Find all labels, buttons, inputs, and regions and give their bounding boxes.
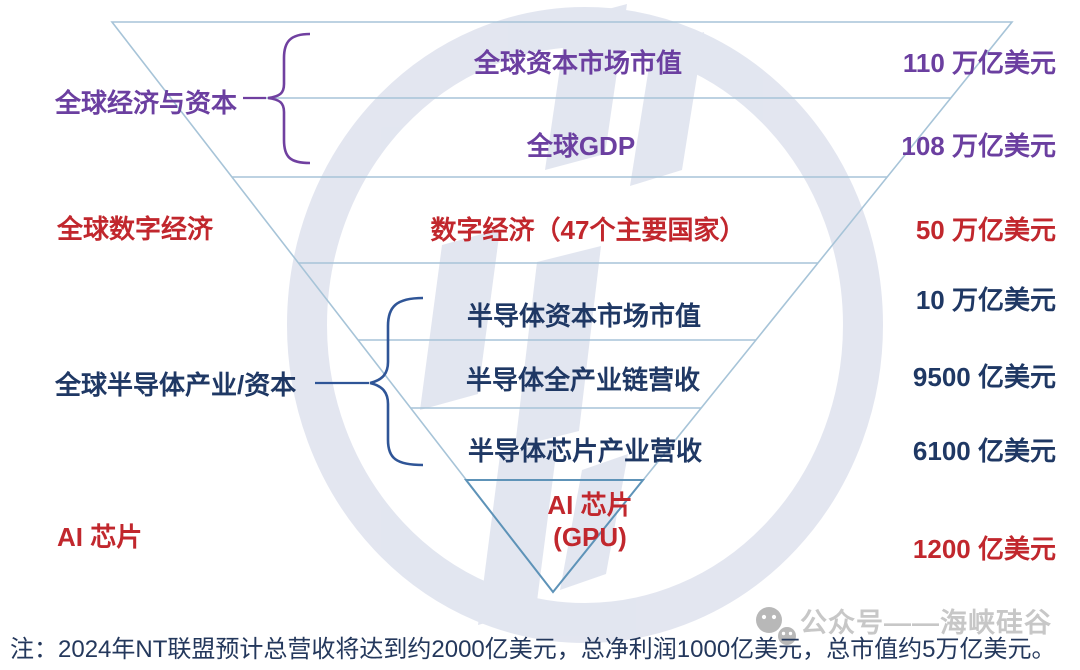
footnote: 注：2024年NT联盟预计总营收将达到约2000亿美元，总净利润1000亿美元，…: [10, 636, 1056, 663]
curly-brace-blue: [369, 296, 424, 467]
value-digital-economy: 50 万亿美元: [915, 215, 1056, 245]
ai-chip-triangle: [463, 479, 646, 594]
value-semi-industry-revenue: 9500 亿美元: [912, 362, 1056, 392]
row-label-semi-industry-revenue: 半导体全产业链营收: [465, 365, 701, 395]
curly-brace-purple: [267, 32, 311, 165]
wechat-icon: [756, 607, 796, 645]
category-label-global-economy: 全球经济与资本: [55, 88, 238, 118]
category-label-digital-economy: 全球数字经济: [57, 214, 214, 244]
value-ai-chip-gpu: 1200 亿美元: [912, 534, 1056, 564]
row-label-semi-chip-revenue: 半导体芯片产业营收: [467, 436, 703, 466]
row-label-global-gdp: 全球GDP: [526, 131, 636, 161]
funnel-triangle: [110, 21, 1014, 594]
funnel-outline: [110, 21, 1014, 594]
ai-chip-line1: AI 芯片: [547, 490, 633, 520]
category-label-ai-chip: AI 芯片: [57, 522, 143, 552]
value-global-gdp: 108 万亿美元: [901, 131, 1056, 161]
value-capital-market: 110 万亿美元: [902, 48, 1056, 78]
brace-global-economy: [243, 32, 311, 165]
row-label-ai-chip-gpu: AI 芯片 (GPU): [547, 489, 632, 553]
value-semi-capital-market: 10 万亿美元: [915, 285, 1056, 315]
category-label-semiconductor: 全球半导体产业/资本: [55, 370, 297, 400]
ai-chip-line2: (GPU): [553, 522, 627, 552]
brace-semiconductor: [315, 296, 424, 467]
row-label-digital-economy: 数字经济（47个主要国家）: [430, 215, 746, 245]
row-label-capital-market: 全球资本市场市值: [473, 48, 683, 78]
value-semi-chip-revenue: 6100 亿美元: [912, 436, 1056, 466]
watermark-account-text: 公众号——海峡硅谷: [800, 608, 1052, 638]
watermark-logo: [287, 4, 883, 643]
row-label-semi-capital-market: 半导体资本市场市值: [466, 301, 702, 331]
